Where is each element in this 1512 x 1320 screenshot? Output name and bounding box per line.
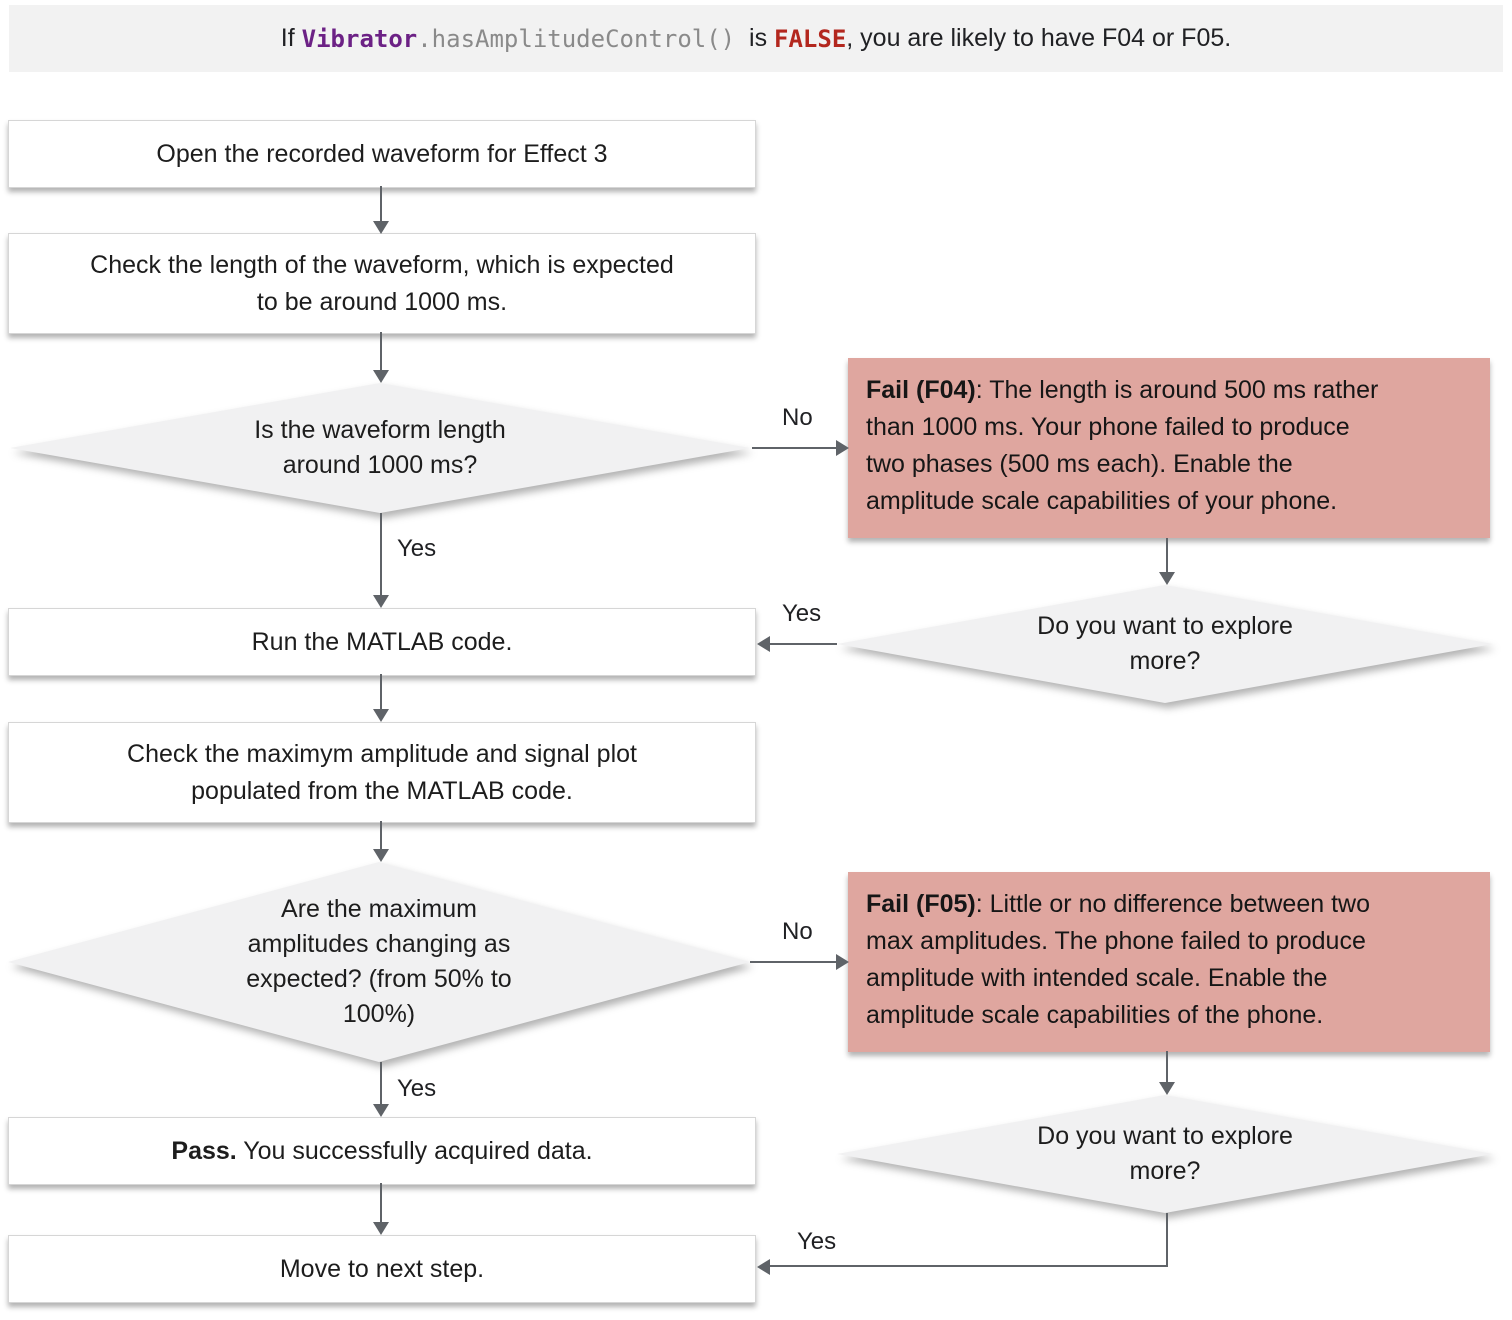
node-fail-f04-body: : The length is around 500 ms rather tha… — [866, 376, 1379, 515]
edge-checkamp-to-ampq-line — [380, 821, 382, 850]
edge-explore2-yes-hline — [770, 1265, 1168, 1267]
node-fail-f04: Fail (F04): The length is around 500 ms … — [848, 358, 1490, 538]
code-vibrator-class: Vibrator — [301, 24, 418, 53]
edge-label-explore2-yes: Yes — [797, 1228, 837, 1255]
node-check-amplitude: Check the maximym amplitude and signal p… — [8, 722, 756, 823]
node-check-amplitude-label: Check the maximym amplitude and signal p… — [127, 739, 637, 805]
node-open-waveform: Open the recorded waveform for Effect 3 — [8, 120, 756, 188]
edge-label-lengthq-no: No — [782, 404, 813, 431]
decision-explore-more-2-shape: Do you want to explore more? — [837, 1095, 1493, 1213]
edge-lengthq-yes-line — [380, 513, 382, 596]
edge-open-to-checklength-line — [380, 186, 382, 222]
node-pass-body: You successfully acquired data. — [236, 1136, 593, 1165]
edge-f05-to-explore2-arrowhead-icon — [1159, 1082, 1175, 1095]
edge-lengthq-no-line — [752, 447, 836, 449]
edge-ampq-yes-arrowhead-icon — [373, 1104, 389, 1117]
edge-checkamp-to-ampq-arrowhead-icon — [373, 849, 389, 862]
decision-amplitude-change-shape: Are the maximum amplitudes changing as e… — [8, 862, 750, 1062]
decision-explore-more-2-label: Do you want to explore more? — [1037, 1122, 1293, 1185]
edge-open-to-checklength-arrowhead-icon — [373, 221, 389, 234]
decision-waveform-length-label: Is the waveform length around 1000 ms? — [254, 416, 506, 479]
banner-text-is: is — [735, 24, 775, 52]
edge-f05-to-explore2-line — [1166, 1051, 1168, 1083]
condition-banner: If Vibrator.hasAmplitudeControl() is FAL… — [9, 5, 1503, 72]
decision-waveform-length-shape: Is the waveform length around 1000 ms? — [10, 383, 750, 513]
edge-checklength-to-lengthq-line — [380, 332, 382, 371]
decision-amplitude-change-label: Are the maximum amplitudes changing as e… — [246, 895, 512, 1028]
node-pass-text: Pass. You successfully acquired data. — [171, 1133, 592, 1170]
decision-waveform-length: Is the waveform length around 1000 ms? — [10, 383, 750, 513]
edge-f04-to-explore1-arrowhead-icon — [1159, 572, 1175, 585]
edge-label-lengthq-yes: Yes — [397, 535, 437, 562]
banner-text-prefix: If — [280, 24, 302, 52]
node-fail-f04-title: Fail (F04) — [866, 376, 976, 404]
node-open-waveform-label: Open the recorded waveform for Effect 3 — [156, 139, 608, 168]
node-pass: Pass. You successfully acquired data. — [8, 1117, 756, 1185]
node-run-matlab: Run the MATLAB code. — [8, 608, 756, 676]
edge-label-ampq-no: No — [782, 918, 813, 945]
edge-explore1-yes-arrowhead-icon — [757, 636, 770, 652]
edge-explore2-yes-vline — [1166, 1213, 1168, 1267]
decision-amplitude-change: Are the maximum amplitudes changing as e… — [8, 862, 750, 1062]
edge-label-ampq-yes: Yes — [397, 1075, 437, 1102]
edge-runmatlab-to-checkamp-line — [380, 674, 382, 710]
banner-text-suffix: , you are likely to have F04 or F05. — [846, 24, 1232, 52]
node-check-length-label: Check the length of the waveform, which … — [90, 250, 674, 316]
edge-lengthq-yes-arrowhead-icon — [373, 595, 389, 608]
decision-explore-more-1-label: Do you want to explore more? — [1037, 612, 1293, 675]
edge-runmatlab-to-checkamp-arrowhead-icon — [373, 709, 389, 722]
code-false-value: FALSE — [774, 24, 847, 53]
edge-explore2-yes-arrowhead-icon — [757, 1259, 770, 1275]
node-run-matlab-label: Run the MATLAB code. — [251, 627, 513, 656]
node-fail-f05-body: : Little or no difference between two ma… — [866, 890, 1370, 1029]
edge-f04-to-explore1-line — [1166, 538, 1168, 573]
edge-pass-to-movenext-line — [380, 1183, 382, 1223]
edge-explore1-yes-line — [770, 643, 837, 645]
node-move-next: Move to next step. — [8, 1235, 756, 1303]
node-fail-f05: Fail (F05): Little or no difference betw… — [848, 872, 1490, 1052]
edge-ampq-no-arrowhead-icon — [836, 954, 849, 970]
edge-ampq-yes-line — [380, 1062, 382, 1105]
decision-explore-more-1: Do you want to explore more? — [837, 585, 1493, 703]
edge-label-explore1-yes: Yes — [782, 600, 822, 627]
decision-explore-more-1-shape: Do you want to explore more? — [837, 585, 1493, 703]
edge-checklength-to-lengthq-arrowhead-icon — [373, 370, 389, 383]
node-move-next-label: Move to next step. — [279, 1254, 485, 1283]
decision-explore-more-2: Do you want to explore more? — [837, 1095, 1493, 1213]
node-pass-label: Pass. — [171, 1136, 237, 1165]
edge-pass-to-movenext-arrowhead-icon — [373, 1222, 389, 1235]
node-check-length: Check the length of the waveform, which … — [8, 233, 756, 334]
code-method: .hasAmplitudeControl() — [417, 24, 736, 53]
edge-lengthq-no-arrowhead-icon — [836, 440, 849, 456]
node-fail-f05-title: Fail (F05) — [866, 890, 976, 918]
edge-ampq-no-line — [750, 961, 836, 963]
